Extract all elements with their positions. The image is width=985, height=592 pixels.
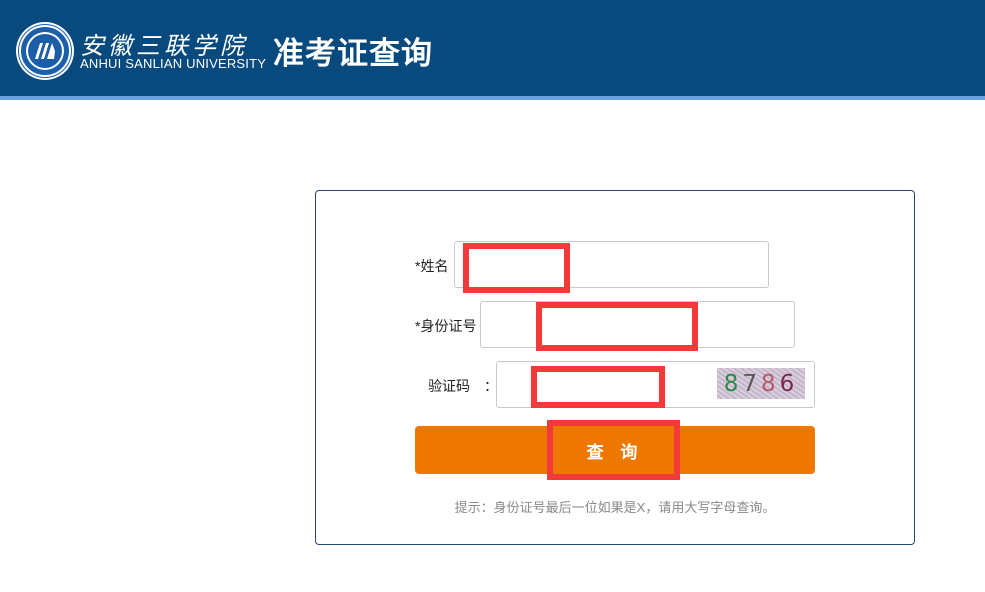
query-button-label: 查 询 [586, 442, 644, 462]
redaction-box [536, 302, 698, 351]
captcha-field-row: 验证码 ： [428, 376, 498, 396]
captcha-label: 验证码 ： [428, 378, 498, 394]
captcha-image[interactable]: 8 7 8 6 [717, 368, 805, 399]
captcha-digit: 6 [779, 370, 799, 397]
query-button[interactable]: 查 询 [415, 426, 815, 474]
captcha-digit: 8 [723, 370, 743, 397]
site-header: 安徽三联学院 ANHUI SANLIAN UNIVERSITY 准考证查询 [0, 0, 985, 96]
name-field-row: *姓名 [415, 256, 448, 276]
captcha-digit: 8 [761, 370, 780, 397]
school-name-en: ANHUI SANLIAN UNIVERSITY [80, 56, 267, 71]
header-accent-stripe [0, 96, 985, 100]
university-emblem-icon [16, 22, 74, 80]
page-title: 准考证查询 [273, 36, 433, 71]
redaction-box [463, 243, 570, 293]
id-number-field-row: *身份证号 [415, 316, 476, 336]
school-name-cn: 安徽三联学院 [80, 32, 248, 60]
redaction-box [531, 366, 665, 408]
id-number-label: *身份证号 [415, 318, 477, 334]
name-label: *姓名 [415, 258, 449, 274]
hint-text: 提示：身份证号最后一位如果是X，请用大写字母查询。 [454, 500, 776, 515]
captcha-digit: 7 [742, 370, 761, 397]
